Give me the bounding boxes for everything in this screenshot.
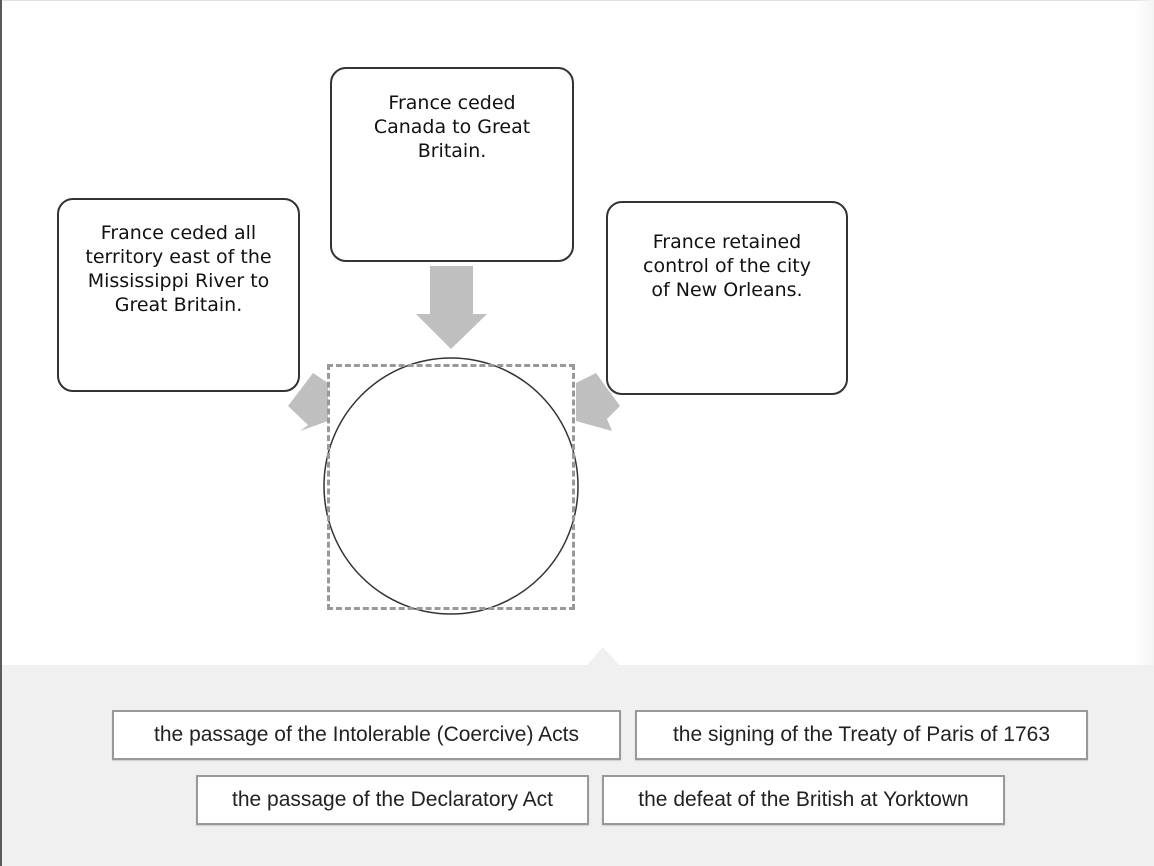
event-box-top-text: France ceded Canada to Great Britain. [373, 92, 531, 162]
answer-tile[interactable]: the passage of the Declaratory Act [196, 775, 589, 825]
answer-drop-zone[interactable] [327, 364, 575, 610]
left-border [0, 0, 2, 866]
event-box-right: France retained control of the city of N… [606, 201, 848, 395]
answer-tile-label: the passage of the Declaratory Act [231, 788, 554, 811]
answer-bank-pointer [587, 647, 619, 665]
top-border [0, 0, 1154, 1]
answer-bank [2, 665, 1154, 866]
event-box-top: France ceded Canada to Great Britain. [330, 67, 574, 262]
event-box-right-text: France retained control of the city of N… [643, 231, 811, 301]
answer-tile[interactable]: the signing of the Treaty of Paris of 17… [635, 710, 1088, 760]
right-shade [1134, 0, 1154, 665]
event-box-left-text: France ceded all territory east of the M… [85, 222, 272, 316]
event-box-left: France ceded all territory east of the M… [57, 198, 300, 392]
answer-tile-label: the defeat of the British at Yorktown [638, 788, 969, 811]
answer-tile-label: the signing of the Treaty of Paris of 17… [672, 723, 1051, 746]
answer-tile[interactable]: the passage of the Intolerable (Coercive… [112, 710, 621, 760]
answer-tile-label: the passage of the Intolerable (Coercive… [154, 723, 579, 746]
answer-tile[interactable]: the defeat of the British at Yorktown [602, 775, 1005, 825]
arrow-down-icon [416, 266, 487, 349]
